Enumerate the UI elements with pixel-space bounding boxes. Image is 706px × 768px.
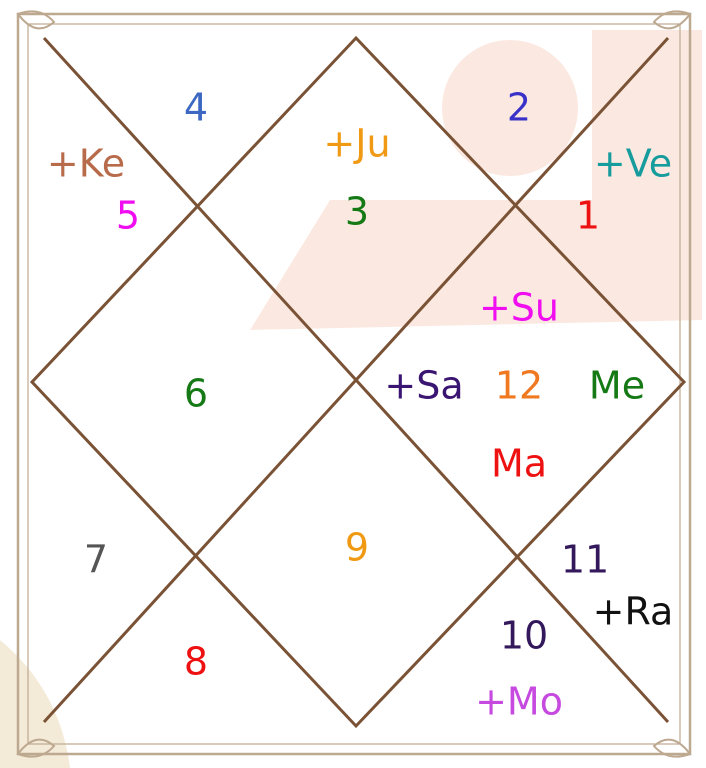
planet-label-ke: +Ke [47, 142, 125, 186]
planet-label-sa: +Sa [384, 364, 463, 408]
house-number-12: 12 [495, 364, 543, 408]
house-number-7: 7 [84, 538, 108, 582]
planet-label-ve: +Ve [594, 142, 672, 186]
planet-label-me: Me [589, 364, 645, 408]
house-number-6: 6 [184, 372, 208, 416]
house-number-11: 11 [561, 538, 609, 582]
planet-label-mo: +Mo [475, 680, 563, 724]
house-number-2: 2 [507, 86, 531, 130]
house-number-4: 4 [184, 86, 208, 130]
planet-label-ju: +Ju [323, 122, 390, 166]
chart-lines [29, 35, 687, 729]
planet-label-ma: Ma [491, 442, 547, 486]
house-number-3: 3 [345, 190, 369, 234]
planet-label-ra: +Ra [593, 590, 674, 634]
planet-label-su: +Su [479, 286, 559, 330]
house-number-5: 5 [116, 194, 140, 238]
house-number-1: 1 [576, 194, 600, 238]
ornamental-border [16, 10, 692, 758]
house-number-10: 10 [500, 614, 548, 658]
background-watermark [0, 30, 702, 768]
house-number-8: 8 [184, 640, 208, 684]
house-number-9: 9 [345, 526, 369, 570]
